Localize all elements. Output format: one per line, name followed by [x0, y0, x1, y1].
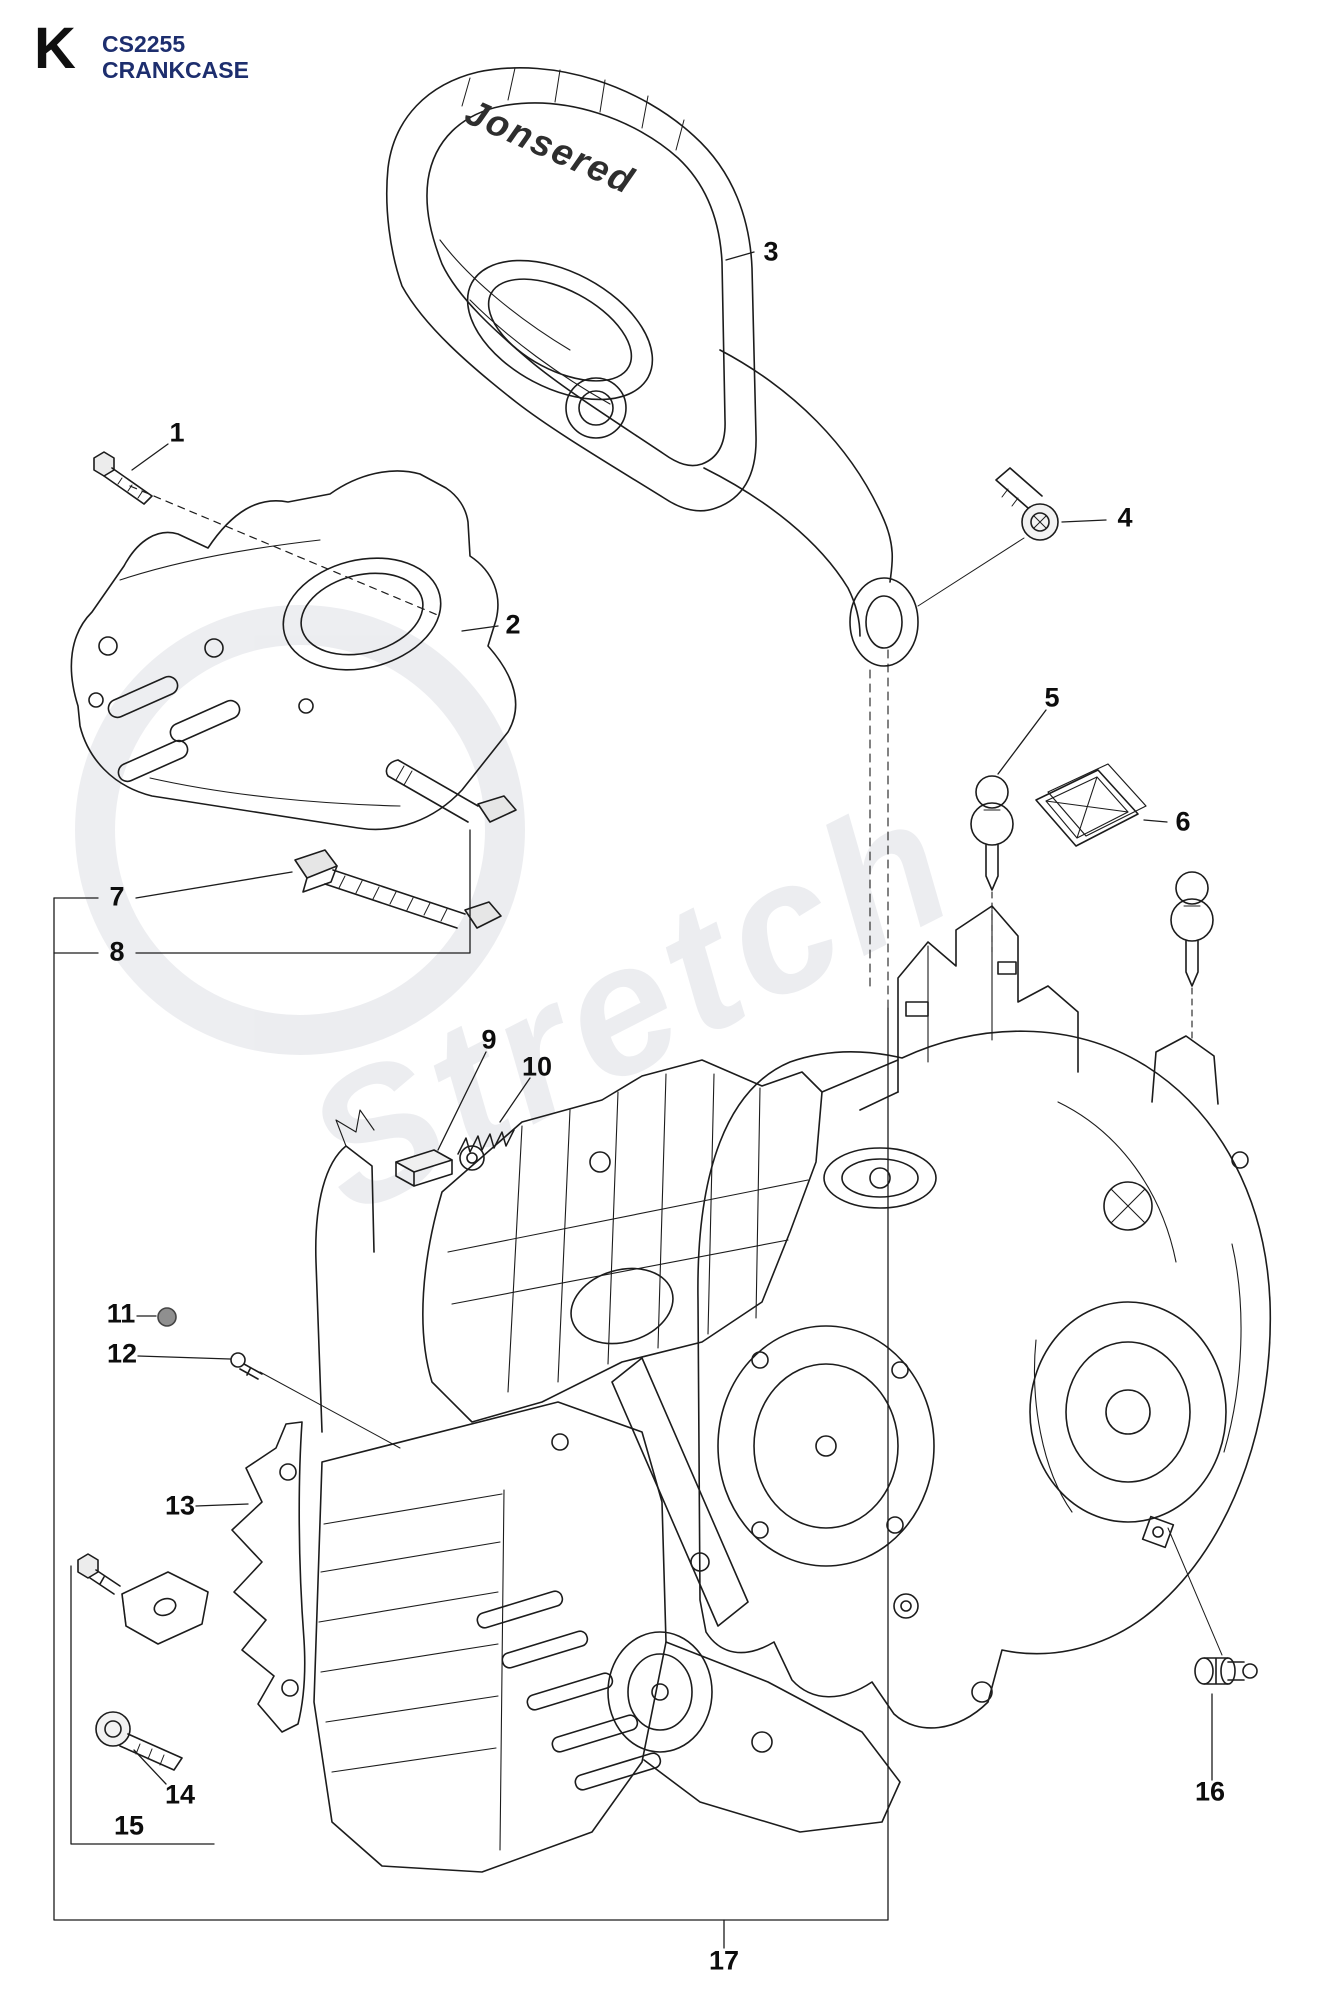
- callout-2: 2: [505, 609, 521, 640]
- callout-17: 17: [708, 1945, 740, 1976]
- bar-stud-parts: [294, 759, 517, 929]
- page-title: CRANKCASE: [102, 57, 249, 83]
- spike-bumper-part: [231, 1421, 306, 1733]
- callout-12: 12: [106, 1338, 138, 1369]
- plug-part: [157, 1307, 177, 1327]
- callout-3: 3: [763, 236, 779, 267]
- screw-part-1: [93, 451, 153, 505]
- callout-8: 8: [109, 936, 125, 967]
- callout-16: 16: [1194, 1776, 1226, 1807]
- callout-13: 13: [164, 1490, 196, 1521]
- callout-14: 14: [164, 1779, 196, 1810]
- screw-part-14: [95, 1711, 183, 1771]
- callout-1: 1: [169, 417, 185, 448]
- bushing-part-16: [1167, 1527, 1258, 1685]
- key-block-part: [395, 1149, 453, 1187]
- watermark-mark: Stretch: [75, 605, 987, 1253]
- section-letter: K: [34, 16, 76, 81]
- bracket-part-15: [77, 1553, 209, 1645]
- callout-15: 15: [113, 1810, 145, 1841]
- model-number: CS2255: [102, 31, 186, 57]
- callout-10: 10: [521, 1051, 553, 1082]
- screw-part-4: [917, 467, 1059, 607]
- chain-guard-plate-part: [70, 470, 517, 831]
- crankcase-body-part: [313, 905, 1272, 1873]
- callout-11: 11: [106, 1298, 136, 1329]
- callout-7: 7: [109, 881, 125, 912]
- callout-4: 4: [1117, 502, 1133, 533]
- callout-6: 6: [1175, 806, 1191, 837]
- brand-label: Jonsered: [459, 91, 641, 202]
- top-handle-part: Jonsered: [385, 67, 919, 667]
- vent-panel-part: [1035, 763, 1147, 847]
- leader-lines: [53, 251, 1213, 1949]
- small-screw-part: [230, 1352, 401, 1449]
- callout-5: 5: [1044, 682, 1060, 713]
- callout-9: 9: [481, 1024, 497, 1055]
- spring-part: [457, 1129, 515, 1155]
